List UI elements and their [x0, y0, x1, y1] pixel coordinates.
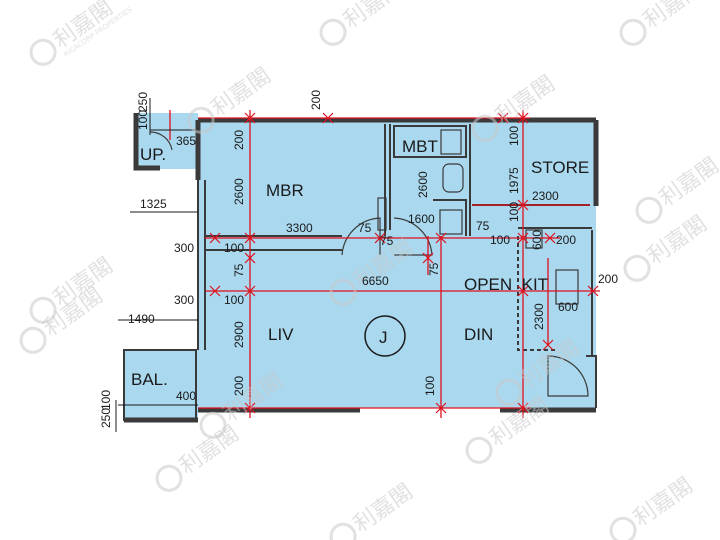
ticks-bottom	[244, 402, 529, 414]
dim-2900: 2900	[232, 321, 246, 348]
watermark-text: 利嘉閣	[339, 0, 407, 34]
dim-75-b: 75	[380, 234, 394, 248]
dim-250-top: 250	[136, 92, 150, 112]
label-bal: BAL.	[131, 370, 168, 389]
dim-100-top: 100	[136, 110, 150, 130]
wall-mbr-bottom	[205, 235, 342, 251]
watermark-text: 利嘉閣	[655, 153, 720, 211]
dim-1490: 1490	[128, 312, 155, 326]
watermark-text: 利嘉閣	[629, 473, 697, 531]
dim-75-left: 75	[232, 263, 246, 277]
dim-2300-store: 2300	[532, 189, 559, 203]
dim-100-bal: 100	[99, 390, 113, 410]
column	[377, 197, 387, 231]
hob	[555, 269, 579, 305]
dim-600-b: 600	[558, 300, 578, 314]
wall-right-lower	[586, 355, 597, 408]
dim-100-store: 100	[507, 126, 521, 146]
dim-100-a: 100	[507, 202, 521, 222]
label-up: UP.	[140, 145, 166, 164]
watermark-13: 利嘉閣	[155, 421, 244, 492]
dim-75-d: 75	[427, 262, 441, 276]
label-mbr: MBR	[266, 181, 304, 200]
watermark-2: 利嘉閣	[319, 0, 408, 46]
ticks-middle	[209, 199, 599, 351]
fixtures	[377, 129, 579, 305]
wall-mbt-inner	[433, 199, 467, 236]
watermark-text: 利嘉閣	[175, 421, 243, 479]
dim-1600: 1600	[408, 212, 435, 226]
dim-100-bottom: 100	[423, 376, 437, 396]
sink	[525, 229, 543, 249]
room-labels: UP. MBT MBR STORE OPEN KIT LIV DIN BAL. …	[131, 137, 589, 389]
dim-2600-mbr: 2600	[232, 178, 246, 205]
dim-200-left-top: 200	[232, 130, 246, 150]
dim-365: 365	[176, 134, 196, 148]
ticks-top	[244, 112, 529, 124]
label-mbt: MBT	[402, 137, 438, 156]
floor-main	[198, 122, 596, 408]
label-store: STORE	[531, 158, 589, 177]
dim-300-b: 300	[174, 293, 194, 307]
watermark-3: 利嘉閣	[619, 0, 708, 46]
watermark-7: 利嘉閣	[623, 211, 712, 282]
watermark-1: 利嘉閣 RICACORP PROPERTIES	[29, 0, 134, 66]
wall-bal-box	[123, 349, 197, 421]
dim-400: 400	[176, 389, 196, 403]
dim-75-a: 75	[358, 221, 372, 235]
watermark-text: 利嘉閣	[349, 479, 417, 537]
dimension-lines	[169, 110, 600, 418]
dim-6650: 6650	[362, 274, 389, 288]
floor-bal	[124, 350, 198, 420]
floor-up	[136, 113, 198, 169]
dim-1325: 1325	[140, 197, 167, 211]
dim-250-bottom: 250	[99, 408, 113, 428]
floor-areas	[124, 113, 596, 420]
dim-75-c: 75	[476, 219, 490, 233]
watermark-15: 利嘉閣	[609, 473, 698, 540]
dimension-labels: 250 100 365 200 200 100 1975 2600 2600 1…	[99, 90, 618, 428]
dim-1975: 1975	[507, 167, 521, 194]
watermark-text: 利嘉閣	[639, 0, 707, 34]
watermark-16: 利嘉閣	[329, 479, 418, 540]
watermark-6: 利嘉閣	[635, 153, 720, 224]
door-mbt	[393, 217, 433, 256]
watermark-text: 利嘉閣	[207, 63, 275, 121]
dim-3300: 3300	[286, 221, 313, 235]
dimension-ticks	[209, 112, 599, 414]
dim-600-a: 600	[530, 230, 544, 250]
dim-200-a: 200	[556, 233, 576, 247]
wall-up-box	[133, 113, 160, 171]
basin	[439, 209, 463, 235]
label-open-kit: OPEN KIT	[464, 275, 548, 294]
dim-200-b: 200	[598, 272, 618, 286]
door-entrance	[547, 355, 589, 397]
unit-circle	[364, 315, 406, 357]
label-unit: J	[379, 328, 388, 347]
kitchen-counter	[517, 236, 556, 351]
wall-mbt-box	[393, 125, 467, 158]
label-liv: LIV	[268, 325, 294, 344]
dim-100-b: 100	[224, 241, 244, 255]
label-din: DIN	[464, 325, 493, 344]
wall-left-lower	[197, 180, 206, 350]
dim-100-c: 100	[490, 233, 510, 247]
dim-300-a: 300	[174, 241, 194, 255]
bathtub	[440, 129, 462, 155]
dim-100-d: 100	[224, 293, 244, 307]
dim-200-top: 200	[309, 90, 323, 110]
walls-thin	[123, 124, 597, 421]
door-up	[149, 131, 173, 151]
dim-2300-kit: 2300	[532, 303, 546, 330]
watermarks: 利嘉閣 RICACORP PROPERTIES 利嘉閣 利嘉閣 利嘉閣 利嘉閣 …	[19, 0, 720, 540]
toilet	[442, 163, 464, 193]
leader-lines	[115, 98, 198, 432]
dim-2600-mbt: 2600	[416, 171, 430, 198]
dim-200-liv: 200	[232, 376, 246, 396]
doors	[149, 131, 589, 397]
